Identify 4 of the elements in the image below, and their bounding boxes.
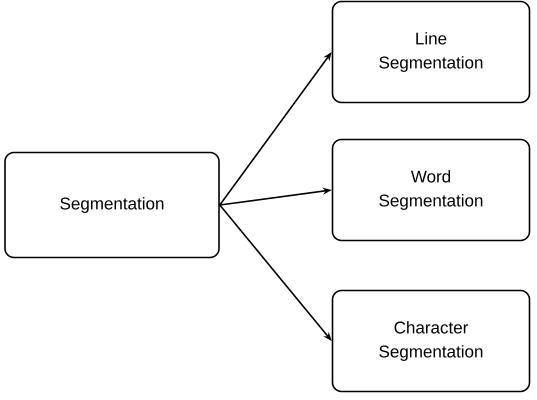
process-box: Segmentation: [4, 152, 220, 258]
process-box: Line Segmentation: [332, 0, 530, 104]
process-box: Character Segmentation: [332, 290, 530, 392]
process-box: Word Segmentation: [332, 138, 530, 242]
